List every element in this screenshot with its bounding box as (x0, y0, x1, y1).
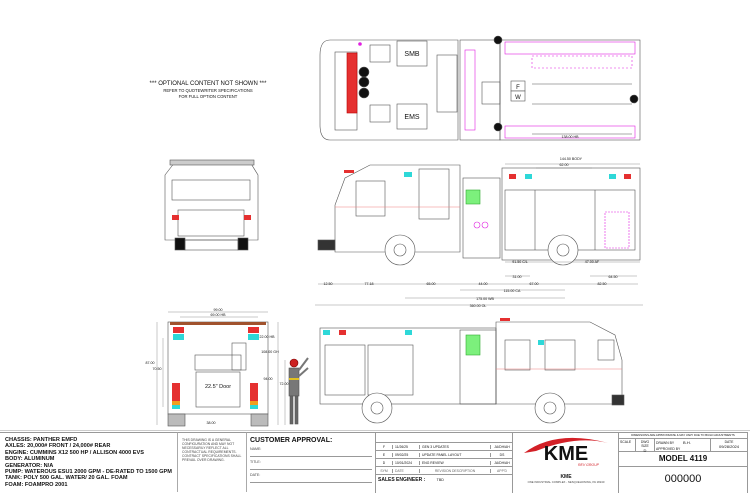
dim-small1: 31.00 (513, 275, 522, 279)
spec-foam: FOAM: FOAMPRO 2001 (5, 481, 68, 488)
spec-generator: GENERATOR: N/A (5, 462, 54, 469)
company-name: KME (560, 474, 572, 480)
spec-engine: ENGINE: CUMMINS X12 500 HP / ALLISON 400… (5, 449, 144, 456)
approved-by-label: APPROVED BY (656, 447, 681, 451)
firefighter-scale-figure (284, 357, 309, 425)
rev-sym: D (376, 460, 393, 465)
optional-note-line1: *** OPTIONAL CONTENT NOT SHOWN *** (150, 81, 268, 87)
dim-seg2: 77.18 (365, 282, 374, 286)
rev-date: 11/26/25 (393, 444, 420, 449)
rev-header-appd: APP'D (497, 468, 507, 473)
truck-drawing: *** OPTIONAL CONTENT NOT SHOWN *** REFER… (0, 35, 750, 431)
drawing-date: 09/28/2024 (718, 444, 740, 449)
spec-pump: PUMP: WATEROUS ESU1 2000 GPM - DE-RATED … (5, 469, 172, 476)
title-field[interactable]: TITLE: (250, 460, 372, 470)
dim-rear-hb-width: 69.00 HB (211, 313, 227, 317)
dim-gh: 108.00 GH (261, 350, 279, 354)
dim-rear-width: 99.00 (214, 308, 223, 312)
model-number: MODEL 4119 (619, 452, 747, 467)
officer-side-view (319, 318, 625, 424)
dim-figure-height: 72.00 (280, 382, 289, 386)
ems-label: EMS (404, 114, 420, 121)
dim-wb: 175.00 WB (476, 297, 494, 301)
dim-body-inner: 62.00 (560, 163, 569, 167)
smb-label: SMB (404, 51, 420, 58)
dim-body: 144.50 BODY (560, 157, 583, 161)
customer-approval-heading: CUSTOMER APPROVAL: (250, 437, 333, 444)
company-address: ONE INDUSTRIAL COMPLEX - NESQUEHONING, P… (527, 480, 605, 484)
drawing-disclaimer: THIS DRAWING IS A GENERAL CONFIGURATION … (178, 432, 247, 492)
rev-date: 10/01/2024 (393, 460, 420, 465)
drawn-by: B.H. (683, 440, 691, 445)
dim-ca: 115.00 CA (504, 289, 521, 293)
rev-header-sym: SYM (376, 468, 393, 473)
logo-wordmark: KME (544, 443, 588, 465)
customer-approval: CUSTOMER APPROVAL: NAME: TITLE: DATE: (247, 432, 375, 492)
dim-seg4: 44.00 (479, 282, 488, 286)
rev-appd: DS (499, 452, 505, 457)
dim-overall-height: 87.00 (146, 361, 155, 365)
dim-small2: 64.50 (609, 275, 618, 279)
dim-hb: 22.00 HB (260, 335, 276, 339)
panel-w-label: W (515, 95, 521, 101)
rev-appd: JA/DH/AH (494, 444, 510, 449)
drawn-by-label: DRAWN BY (656, 441, 675, 445)
dim-seg3: 65.00 (427, 282, 436, 286)
rev-date: 09/02/25 (393, 452, 420, 457)
dim-ol: 360.00 OL (470, 304, 487, 308)
panel-f-label: F (516, 85, 520, 91)
scale-label: SCALE (619, 439, 636, 451)
dim-af: 47.00 AF (585, 260, 600, 264)
spec-summary: CHASSIS: PANTHER EMFD AXLES: 20,000# FRO… (0, 432, 178, 492)
kme-logo: KME REV GROUP (524, 437, 608, 467)
sales-engineer-value: TBD (436, 478, 444, 482)
top-view (319, 35, 641, 141)
sales-engineer-label: SALES ENGINEER : (378, 477, 426, 483)
rev-desc: ENG REVIEW (420, 460, 491, 465)
drawing-number: 000000 (664, 473, 702, 485)
seat-icon (358, 66, 370, 78)
front-view (164, 159, 259, 251)
rev-desc: GEN 3 UPDATES (420, 444, 491, 449)
rev-header-date: DATE (393, 468, 420, 473)
rev-header-desc: REVISION DESCRIPTION (420, 468, 491, 473)
spec-tank: TANK: POLY 500 GAL. WATER/ 20 GAL. FOAM (5, 475, 128, 482)
rev-sym: E (376, 452, 393, 457)
spec-axles: AXLES: 20,000# FRONT / 24,000# REAR (5, 443, 111, 450)
optional-note-line2: REFER TO QUOTEWRITER SPECIFICATIONS (163, 88, 253, 93)
kme-logo-block: KME REV GROUP KME ONE INDUSTRIAL COMPLEX… (512, 432, 619, 493)
light-bar (346, 52, 358, 114)
drawing-info-block: DIMENSIONS ARE APPROXIMATE & MAY VARY DU… (618, 432, 748, 493)
dim-seg1: 12.50 (324, 282, 333, 286)
spec-body: BODY: ALUMINUM (5, 456, 55, 463)
dim-right-height: 94.00 (264, 377, 273, 381)
dim-rear-bottom: 38.00 (207, 421, 216, 425)
date-label: DATE (724, 440, 734, 444)
dim-cl: 91.50 C/L (512, 260, 528, 264)
rev-appd: JA/DH/AH (494, 460, 510, 465)
side-dimensions (315, 163, 643, 306)
spec-chassis: CHASSIS: PANTHER EMFD (5, 437, 78, 443)
date-field[interactable]: DATE: (250, 473, 372, 483)
rear-door-label: 22.5" Door (205, 384, 231, 390)
name-field[interactable]: NAME: (250, 447, 372, 457)
side-view (317, 164, 641, 266)
logo-subbrand: REV GROUP (578, 463, 600, 467)
dim-hose-bed: 138.00 HB (562, 135, 580, 139)
dim-seg6: 82.50 (598, 282, 607, 286)
dimensions-disclaimer: DIMENSIONS ARE APPROXIMATE & MAY VARY DU… (619, 433, 747, 439)
rev-desc: UPDATE PANEL LAYOUT (420, 452, 491, 457)
dwg-size: D (643, 448, 647, 453)
optional-note-line3: FOR FULL OPTION CONTENT (179, 94, 238, 99)
rev-sym: F (376, 444, 393, 449)
dwg-size-label: DWG SIZE (640, 440, 650, 448)
dim-seg5: 67.00 (530, 282, 539, 286)
dim-body-height: 70.50 (153, 367, 162, 371)
rear-view (156, 311, 279, 427)
